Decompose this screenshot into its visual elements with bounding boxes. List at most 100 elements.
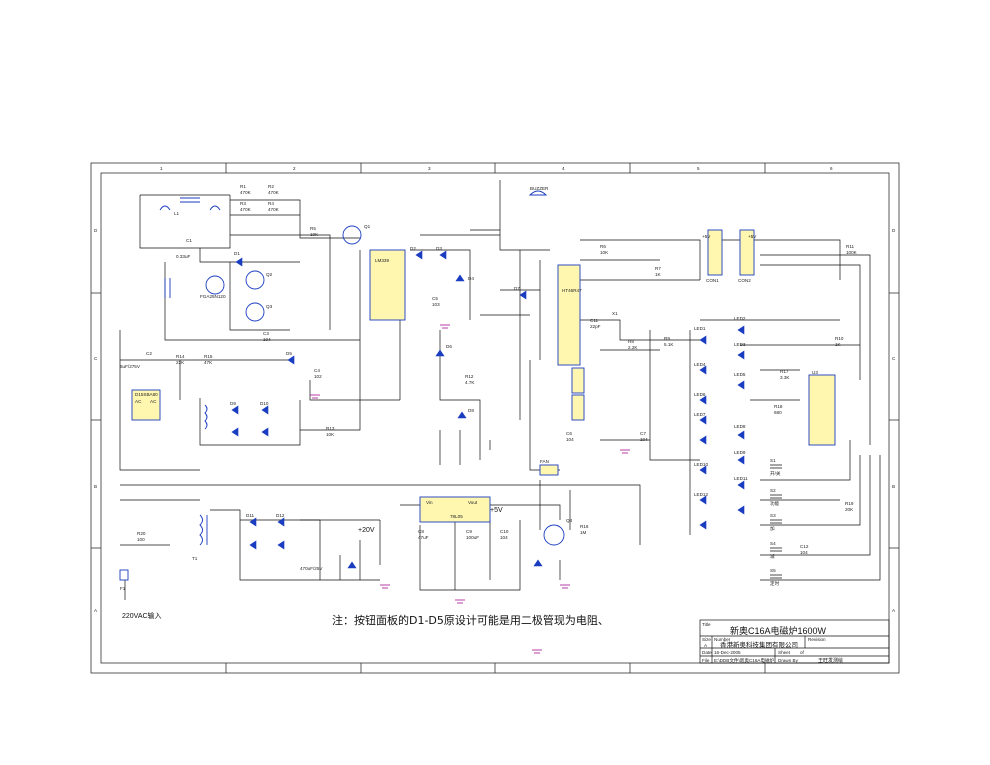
label-led: LED8 — [734, 424, 746, 429]
title-caption: Title — [702, 622, 711, 627]
label-r: R1 — [240, 184, 246, 189]
bridge-rectifier — [131, 389, 161, 421]
label-r: R3 — [240, 201, 246, 206]
label-transformer: T1 — [192, 556, 198, 561]
label-r: R6 — [600, 244, 606, 249]
label-d: D11 — [246, 513, 255, 518]
coil-symbol — [159, 205, 221, 211]
drawing-frame — [90, 162, 900, 674]
label-78l05: 78L05 — [450, 514, 463, 519]
label-cv: 103 — [432, 302, 440, 307]
label-key: S5 — [770, 568, 776, 573]
label-rv: 1K — [655, 272, 662, 277]
label-r: R13 — [326, 426, 335, 431]
label-led: LED5 — [734, 372, 746, 377]
title-block: Title 新奥C16A电磁炉1600W Size Number Revisio… — [699, 619, 890, 664]
label-c: C5 — [432, 296, 438, 301]
frame-markers: 1 2 3 4 5 6 D C B A D C B A — [94, 166, 896, 613]
label-rv: 680 — [774, 410, 782, 415]
label-cv: 22pF — [590, 324, 601, 329]
label-rv: 100K — [846, 250, 858, 255]
label-r: R5 — [310, 226, 316, 231]
label-q2: Q2 — [266, 272, 273, 277]
label-q1: Q1 — [364, 224, 371, 229]
transistor-q1 — [342, 225, 362, 245]
sheet-caption: Sheet — [778, 650, 791, 655]
ground-symbols — [310, 324, 630, 654]
size-caption: Size — [702, 637, 711, 642]
label-c: C10 — [500, 529, 509, 534]
col-mark: 1 — [160, 166, 163, 171]
label-fuse: F1 — [120, 586, 126, 591]
diodes — [231, 250, 745, 569]
drawing-title: 新奥C16A电磁炉1600W — [730, 625, 827, 636]
label-rv: 2.2K — [628, 345, 638, 350]
label-led: LED7 — [694, 412, 706, 417]
label-cv: 104 — [800, 550, 808, 555]
label-led: LED9 — [734, 450, 746, 455]
label-rv: 22K — [176, 360, 185, 365]
col-mark: 3 — [428, 166, 431, 171]
label-r: R10 — [835, 336, 844, 341]
label-cv: 102 — [314, 374, 322, 379]
ic-regulator — [419, 496, 491, 523]
company-name: 香港新奥科技集团有限公司 — [720, 640, 798, 649]
label-c: C7 — [640, 431, 646, 436]
fan-block — [539, 464, 559, 476]
label-d: D6 — [446, 344, 452, 349]
label-d: D7 — [514, 286, 520, 291]
transformer-t2 — [204, 404, 208, 430]
label-r: R4 — [268, 201, 274, 206]
buzzer-symbol — [528, 190, 548, 196]
label-key: S2 — [770, 488, 776, 493]
sheet-of: of — [800, 650, 805, 655]
label-bridge: D15SBA80 — [135, 392, 158, 397]
label-key-name: 开/关 — [770, 470, 781, 477]
label-r: R2 — [268, 184, 274, 189]
label-led: LED4 — [694, 362, 706, 367]
row-mark: D — [94, 228, 98, 233]
row-mark: A — [94, 608, 98, 613]
label-buzzer: BUZZER — [530, 186, 549, 191]
label-igbt: FGA25N120 — [200, 294, 226, 299]
label-vcc-con2: +5V — [748, 234, 757, 239]
connector-con1 — [707, 229, 723, 276]
label-key-name: 减 — [770, 553, 775, 560]
label-cv: 104 — [640, 437, 648, 442]
label-c: C1 — [186, 238, 192, 243]
ic-aux — [571, 367, 585, 394]
drawn-by: 王旺发测绘 — [818, 657, 843, 664]
label-rv: 10K — [310, 232, 319, 237]
label-lm339: LM339 — [375, 258, 389, 263]
col-mark: 4 — [562, 166, 565, 171]
label-led-ic: U3 — [812, 370, 818, 375]
transformer-t1 — [199, 514, 208, 546]
label-rv: 1K — [835, 342, 842, 347]
label-led: LED11 — [734, 476, 748, 481]
label-rv: 100 — [137, 537, 145, 542]
label-key-name: 功能 — [770, 500, 780, 507]
label-c: C3 — [263, 331, 269, 336]
label-cv: 0.33uF — [176, 254, 190, 259]
igbt-symbol — [205, 275, 225, 295]
label-con1: CON1 — [706, 278, 719, 283]
label-rv: 10K — [326, 432, 335, 437]
design-note: 注：按钮面板的D1-D5原设计可能是用二极管现为电阻、 — [332, 613, 609, 627]
label-cv: 100uF — [466, 535, 479, 540]
label-d: D2 — [410, 246, 416, 251]
row-mark: C — [94, 356, 98, 361]
label-fan: FAN — [540, 459, 549, 464]
label-r: R15 — [204, 354, 213, 359]
label-key: S4 — [770, 541, 776, 546]
label-rv: 5.1K — [664, 342, 674, 347]
file-caption: File — [702, 658, 710, 663]
label-r: R19 — [845, 501, 854, 506]
label-d: D8 — [468, 408, 474, 413]
connector-con2 — [739, 229, 755, 276]
label-led: LED2 — [734, 316, 746, 321]
label-cv: 104 — [263, 337, 271, 342]
ic-aux2 — [571, 394, 585, 421]
label-rv: 470K — [268, 207, 280, 212]
component-labels: LM339 HT46R47 U3 D15SBA80 AC AC Vin Vout… — [120, 184, 858, 591]
col-mark: 6 — [830, 166, 833, 171]
